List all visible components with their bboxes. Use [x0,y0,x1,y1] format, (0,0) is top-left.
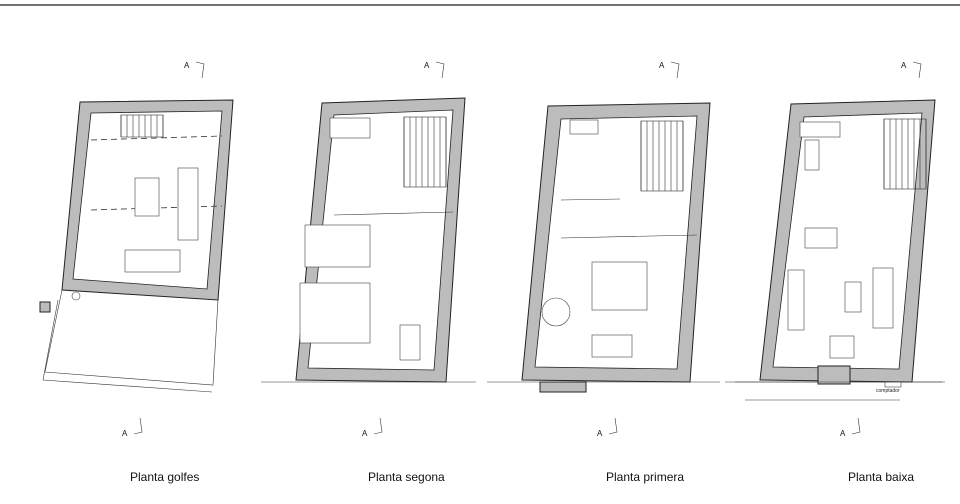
dining-table [804,227,838,249]
table [134,177,160,217]
plan-label-primera: Planta primera [606,470,685,484]
meter-box [884,381,902,388]
plan-label-baixa: Planta baixa [848,470,915,484]
sofa [177,167,199,241]
terrace-outline [44,289,219,386]
section-letter: A [597,429,603,438]
kitchen-counter [799,121,841,138]
plan-label-golfes: Planta golfes [130,470,200,484]
armchair [829,335,855,359]
round-table [541,297,571,327]
section-mark: A [424,61,445,79]
section-letter: A [362,429,368,438]
section-letter: A [122,429,128,438]
section-letter: A [424,61,430,70]
section-mark: A [122,417,143,438]
section-mark: A [362,417,383,438]
coffee-table [844,281,862,313]
desk [399,324,421,361]
floor-plan-baixa: AA [725,61,945,438]
shelf [787,269,805,331]
pillar [817,365,851,385]
terrace-railing [42,299,213,393]
section-letter: A [184,61,190,70]
interior-space [534,115,698,370]
staircase [640,120,684,192]
sofa [872,267,894,329]
floor-plan-segona: AA [261,61,476,438]
staircase [403,116,447,188]
desk [591,334,633,358]
section-mark: A [597,417,618,438]
floor-plan-golfes: AA [39,61,234,438]
desk [124,249,181,273]
plan-label-segona: Planta segona [368,470,445,484]
section-mark: A [840,417,861,438]
chimney [39,301,51,313]
bed [591,261,648,311]
kitchen-counter [804,139,820,171]
bed [299,282,371,344]
section-letter: A [659,61,665,70]
drain [71,291,81,301]
staircase [120,114,164,138]
floor-plan-primera: AA [487,61,720,438]
balcony [539,381,587,393]
meter-label: comptador [876,388,900,394]
section-mark: A [184,61,205,79]
bed [304,224,371,268]
staircase [883,118,927,190]
bathtub [329,117,371,139]
sink-counter [569,119,599,135]
section-letter: A [840,429,846,438]
section-mark: A [901,61,922,79]
section-letter: A [901,61,907,70]
section-mark: A [659,61,680,79]
